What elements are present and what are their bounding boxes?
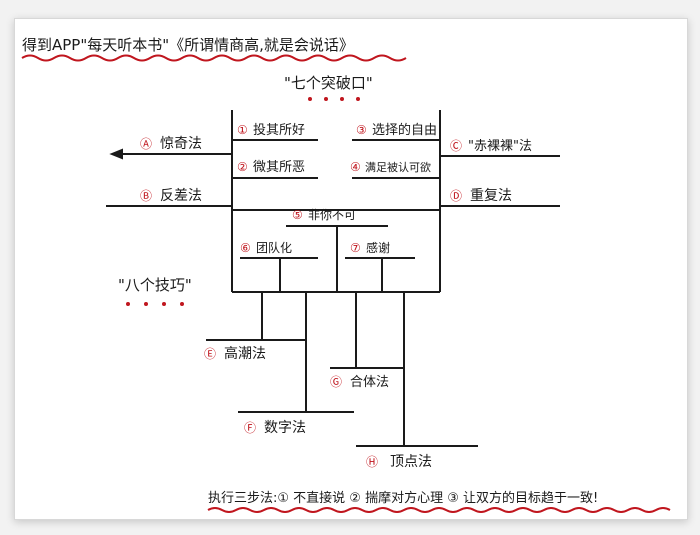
breakthrough-label-4: 满足被认可欲 bbox=[365, 160, 431, 174]
technique-num-h: Ⓗ bbox=[366, 455, 378, 469]
breakthrough-num-5: ⑤ bbox=[292, 208, 303, 222]
eight-dots bbox=[126, 302, 184, 306]
technique-num-g: Ⓖ bbox=[330, 375, 342, 389]
technique-label-c: "赤裸裸"法 bbox=[468, 139, 532, 154]
seven-breakthroughs-heading: "七个突破口" bbox=[284, 74, 373, 92]
breakthrough-label-5: 非你不可 bbox=[308, 208, 356, 222]
footer-steps: 执行三步法:① 不直接说 ② 揣摩对方心理 ③ 让双方的目标趋于一致! bbox=[208, 490, 598, 506]
technique-labels: Ⓐ 惊奇法 Ⓑ 反差法 Ⓒ "赤裸裸"法 Ⓓ 重复法 Ⓔ 高潮法 Ⓕ 数字法 Ⓖ… bbox=[140, 135, 532, 470]
bottom-bones bbox=[206, 292, 478, 447]
footer-wavy-underline bbox=[207, 507, 671, 513]
diagram-card bbox=[14, 18, 688, 520]
breakthrough-label-1: 投其所好 bbox=[253, 122, 305, 138]
breakthrough-label-3: 选择的自由 bbox=[372, 122, 437, 138]
technique-num-b: Ⓑ bbox=[140, 189, 152, 203]
technique-label-e: 高潮法 bbox=[224, 345, 266, 362]
technique-label-d: 重复法 bbox=[470, 187, 512, 204]
breakthrough-num-4: ④ bbox=[350, 160, 361, 174]
breakthrough-label-7: 感谢 bbox=[366, 240, 390, 255]
technique-label-b: 反差法 bbox=[160, 188, 202, 204]
breakthrough-label-6: 团队化 bbox=[256, 240, 292, 255]
title-wavy-underline bbox=[21, 54, 407, 62]
seven-dots bbox=[308, 97, 360, 101]
page-title: 得到APP"每天听本书"《所谓情商高,就是会说话》 bbox=[22, 36, 354, 54]
technique-num-a: Ⓐ bbox=[140, 137, 152, 151]
technique-num-e: Ⓔ bbox=[204, 347, 216, 361]
technique-label-g: 合体法 bbox=[350, 375, 389, 390]
technique-num-c: Ⓒ bbox=[450, 139, 462, 153]
breakthrough-num-7: ⑦ bbox=[350, 241, 361, 255]
breakthrough-num-3: ③ bbox=[356, 123, 367, 137]
technique-num-f: Ⓕ bbox=[244, 421, 256, 435]
technique-label-f: 数字法 bbox=[264, 420, 306, 436]
breakthrough-labels: ① 投其所好 ② 微其所恶 ③ 选择的自由 ④ 满足被认可欲 ⑤ 非你不可 ⑥ … bbox=[237, 122, 437, 255]
breakthrough-label-2: 微其所恶 bbox=[253, 160, 305, 175]
side-bones bbox=[106, 148, 560, 207]
breakthrough-num-1: ① bbox=[237, 123, 248, 137]
technique-num-d: Ⓓ bbox=[450, 189, 462, 203]
technique-label-h: 顶点法 bbox=[390, 454, 432, 470]
technique-label-a: 惊奇法 bbox=[160, 135, 202, 152]
breakthrough-num-2: ② bbox=[237, 160, 248, 174]
eight-techniques-heading: "八个技巧" bbox=[118, 276, 192, 294]
central-frame bbox=[231, 110, 441, 293]
breakthrough-num-6: ⑥ bbox=[240, 241, 251, 255]
